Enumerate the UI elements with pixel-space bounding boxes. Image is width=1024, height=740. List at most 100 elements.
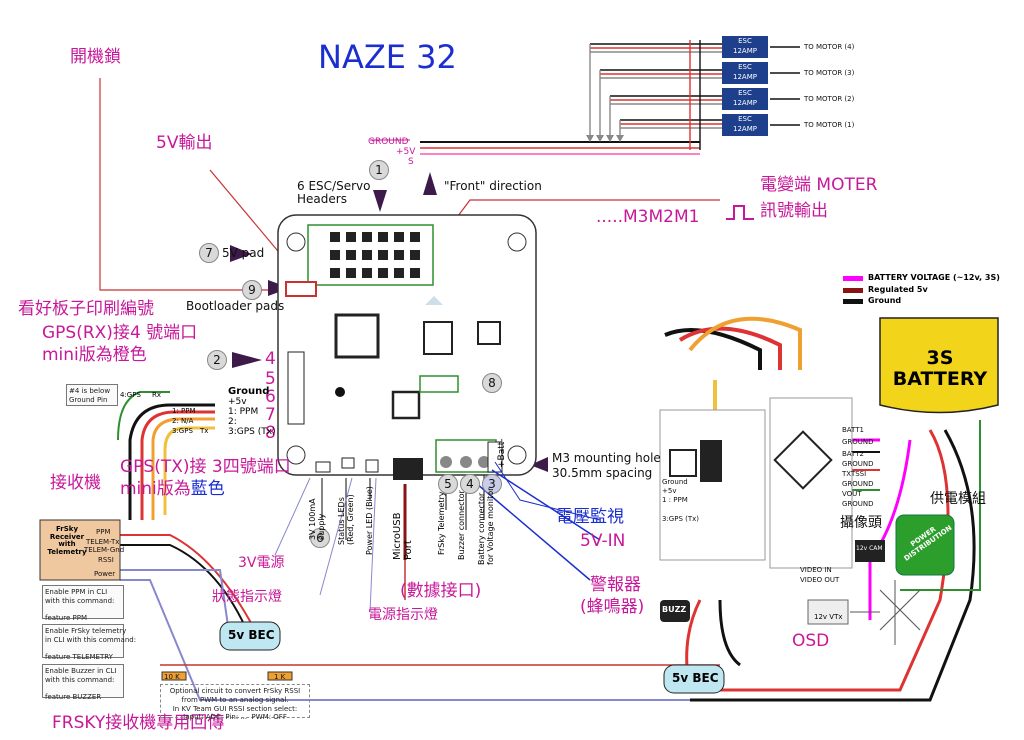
mounting-label-a: M3 mounting hole [552, 451, 661, 465]
gps-small-3: 3:GPS [172, 427, 193, 435]
gps-rx-label-a: GPS(RX)接4 號端口 [42, 323, 198, 343]
bubble-9: 9 [242, 280, 262, 300]
rx-header-2: 2: [228, 417, 237, 427]
esc-4-to-motor: TO MOTOR (4) [804, 43, 855, 51]
esc-3-amp: 12AMP [733, 73, 757, 81]
rssi-resistor-2 [267, 671, 293, 681]
bubble-5: 5 [438, 474, 458, 494]
osd-pin-txtssi: TXTSSI [842, 470, 867, 478]
buzzer-connector-pin: Buzzer connector [457, 490, 466, 560]
front-arrow [423, 172, 437, 195]
status-light-label: 狀態指示燈 [212, 589, 282, 605]
microusb-port: MicroUSB Port [392, 512, 414, 560]
voltage-monitor-label: 電壓監視 [556, 507, 624, 527]
legend-swatch-ground [843, 299, 863, 304]
mini-ground: Ground [662, 478, 688, 486]
gps-tx-label-b: mini版為藍色 [120, 480, 225, 499]
cli-note-buzzer: Enable Buzzer in CLI with this command: … [42, 664, 124, 701]
naze32-board [277, 214, 537, 480]
esc-headers-label: 6 ESC/Servo Headers [297, 179, 371, 207]
mini-5v: +5v [662, 487, 677, 495]
gps-tx-label-b-text: mini版為 [120, 479, 191, 499]
frsky-pin-rssi: RSSI [98, 556, 114, 564]
naze-mini-board [659, 409, 766, 561]
esc-4-label: ESC [738, 37, 752, 45]
mini-ppm: 1 : PPM [662, 496, 688, 504]
rx-number-7: 7 [265, 405, 276, 425]
batt-label: +Batt- [497, 438, 507, 468]
osd-pin-batt1: BATT1 [842, 426, 864, 434]
vtx-antenna [850, 580, 921, 645]
bubble-3: 3 [482, 474, 502, 494]
legend-swatch-regulated [843, 288, 863, 293]
bec-left-label: 5v BEC [228, 628, 275, 642]
pointer-mount [530, 457, 548, 472]
three-v-supply: 3V 100mA supply [308, 498, 326, 540]
esc-2-to-motor: TO MOTOR (2) [804, 95, 855, 103]
gps-tx-label-blue: 藍色 [190, 479, 225, 499]
esc-wiring [420, 40, 800, 155]
bec-left [219, 621, 281, 651]
esc-arrows [586, 135, 624, 142]
gps-rx-label-b: mini版為橙色 [42, 345, 147, 365]
esc-2-amp: 12AMP [733, 99, 757, 107]
rx-header-ppm: 1: PPM [228, 407, 259, 417]
mini-gps: 3:GPS (Tx) [662, 515, 700, 523]
frsky-pin-ppm: PPM [96, 528, 111, 536]
resistor-1k: 1 K [274, 673, 286, 681]
cli-note-telemetry: Enable FrSky telemetry in CLI with this … [42, 624, 136, 661]
gps-small-tx: Tx [200, 427, 209, 435]
mounting-label-b: 30.5mm spacing [552, 466, 653, 480]
data-port-label: (數據接口) [400, 581, 482, 601]
naze-title: NAZE 32 [318, 38, 457, 76]
power-led: Power LED (Blue) [365, 486, 374, 555]
five-v-pad-label: 5V pad [222, 246, 265, 260]
battery-label: 3S BATTERY [892, 347, 988, 390]
rx-header-wires [117, 391, 215, 520]
osd-video-in: VIDEO IN [800, 566, 832, 574]
osd-pin-ground3: GROUND [842, 480, 874, 488]
bubble-8: 8 [482, 373, 502, 393]
receiver-label: 接收機 [50, 473, 101, 493]
motor-signal-label-b: 訊號輸出 [760, 201, 828, 221]
battery-body [879, 317, 999, 414]
rssi-resistor-1 [161, 671, 187, 681]
m3m2m1-label: .....M3M2M1 [596, 207, 700, 227]
gps-small-4: 4:GPS [120, 391, 141, 399]
rx-number-4: 4 [265, 349, 276, 369]
rx-number-6: 6 [265, 387, 276, 407]
plus5v-label: +5V [396, 147, 416, 157]
frsky-return-label: FRSKY接收機專用回傳 [52, 713, 225, 733]
esc-1-label: ESC [738, 115, 752, 123]
frsky-telemetry-pin: FrSky Telemetry [437, 491, 446, 555]
legend-regulated: Regulated 5v [868, 285, 928, 294]
gps-tx-label-a: GPS(TX)接 3四號端口 [120, 457, 291, 477]
osd-video-out: VIDEO OUT [800, 576, 840, 584]
legend-battery-voltage: BATTERY VOLTAGE (~12v, 3S) [868, 273, 1000, 282]
legend-swatch-battery [843, 276, 863, 281]
pointer-1 [373, 190, 387, 212]
osd-pin-ground4: GROUND [842, 500, 874, 508]
frsky-pin-telem-tx: TELEM-Tx [86, 538, 120, 546]
power-module-label: 供電模組 [930, 491, 986, 507]
power-distribution-board [895, 514, 955, 576]
three-v-power-label: 3V電源 [238, 555, 285, 571]
osd-pin-ground2: GROUND [842, 460, 874, 468]
status-leds: Status LEDs (Red, Green) [337, 494, 355, 545]
gps-small-ppm: 1: PPM [172, 407, 196, 415]
frsky-pin-telem-gnd: TELEM-Gnd [84, 546, 125, 554]
bec-right [663, 664, 725, 694]
osd-chips [669, 430, 833, 490]
legend-ground: Ground [868, 296, 902, 305]
rx-header-5v: +5v [228, 397, 247, 407]
five-v-in-label: 5V-IN [580, 531, 626, 551]
rx-number-5: 5 [265, 369, 276, 389]
gps-small-na: 2: N/A [172, 417, 194, 425]
front-direction-label: "Front" direction [444, 179, 542, 193]
unlock-label: 開機鎖 [70, 47, 121, 67]
